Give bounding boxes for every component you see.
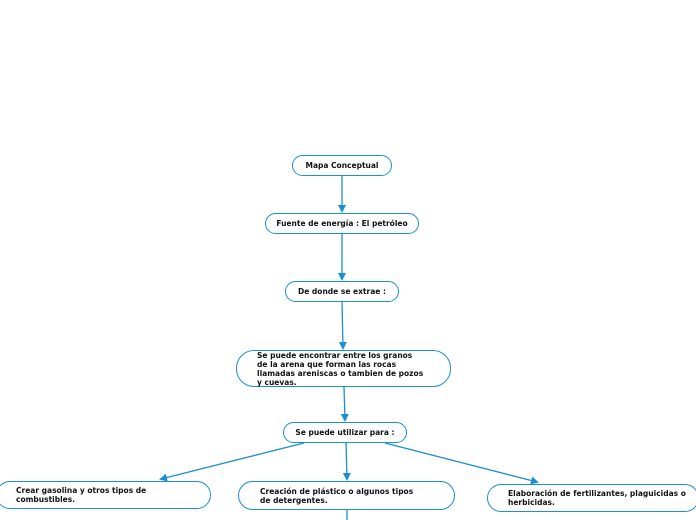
node-crear-gasolina-label: Crear gasolina y otros tipos de combusti… xyxy=(16,486,147,504)
node-de-donde-se-extrae-label: De donde se extrae : xyxy=(298,287,386,296)
node-mapa-conceptual-label: Mapa Conceptual xyxy=(305,161,379,170)
connector-extrae-to-encontrar xyxy=(338,301,347,350)
node-se-puede-encontrar-label: Se puede encontrar entre los granos de l… xyxy=(257,350,424,387)
node-de-donde-se-extrae[interactable]: De donde se extrae : xyxy=(285,281,399,302)
node-creacion-de-plastico[interactable]: Creación de plástico o algunos tipos de … xyxy=(238,481,455,510)
connector-utilizar-to-gasolina xyxy=(159,442,305,482)
connector-utilizar-to-plastico xyxy=(342,442,351,481)
node-elaboracion-de-fertilizantes[interactable]: Elaboración de fertilizantes, plaguicida… xyxy=(487,484,696,512)
connector-encontrar-to-utilizar xyxy=(340,386,349,422)
node-crear-gasolina[interactable]: Crear gasolina y otros tipos de combusti… xyxy=(0,481,211,509)
node-se-puede-utilizar-label: Se puede utilizar para : xyxy=(295,428,395,437)
node-elaboracion-de-fertilizantes-label: Elaboración de fertilizantes, plaguicida… xyxy=(508,489,686,507)
connector-utilizar-to-fertilizantes xyxy=(384,442,539,485)
node-se-puede-encontrar[interactable]: Se puede encontrar entre los granos de l… xyxy=(236,350,451,387)
node-fuente-de-energia[interactable]: Fuente de energía : El petróleo xyxy=(265,213,419,234)
node-creacion-de-plastico-label: Creación de plástico o algunos tipos de … xyxy=(260,486,414,505)
node-fuente-de-energia-label: Fuente de energía : El petróleo xyxy=(276,219,408,228)
node-se-puede-utilizar[interactable]: Se puede utilizar para : xyxy=(283,422,407,443)
node-mapa-conceptual[interactable]: Mapa Conceptual xyxy=(292,155,392,176)
